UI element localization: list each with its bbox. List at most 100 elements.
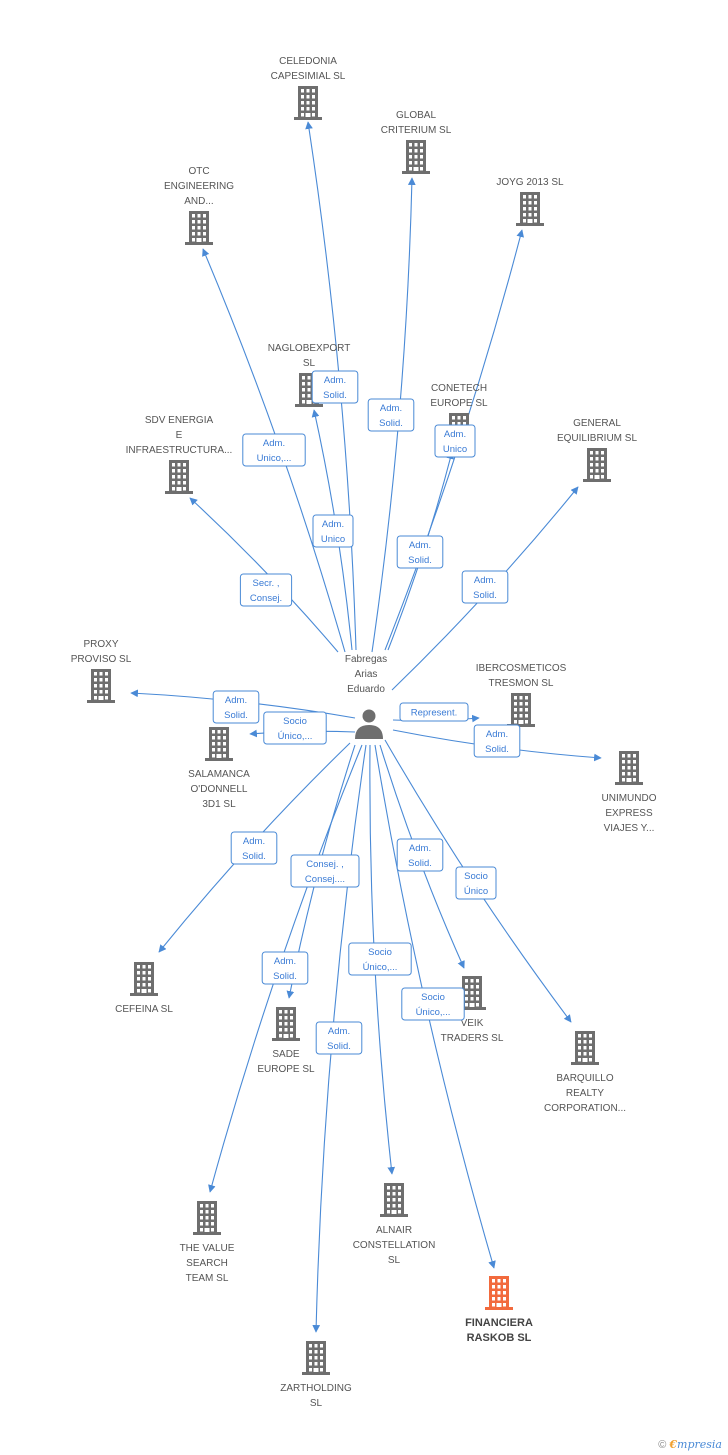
company-name-label: PROXY — [83, 639, 118, 650]
building-icon[interactable] — [507, 693, 535, 727]
edge-label-text: Solid. — [473, 590, 497, 601]
company-name-label: SADE — [272, 1049, 300, 1060]
building-icon[interactable] — [571, 1031, 599, 1065]
edge-label-text: Único,... — [416, 1007, 451, 1018]
building-icon[interactable] — [185, 211, 213, 245]
edge-label-financiera: SocioÚnico,... — [401, 987, 465, 1021]
company-node-iberco[interactable]: IBERCOSMETICOS TRESMON SL — [476, 663, 567, 727]
building-icon[interactable] — [402, 140, 430, 174]
company-name-label: NAGLOBEXPORT — [268, 343, 351, 354]
edge-label-text: Adm. — [274, 956, 296, 967]
company-name-label: INFRAESTRUCTURA... — [126, 445, 233, 456]
company-node-joyg[interactable]: JOYG 2013 SL — [496, 177, 564, 226]
edge-label-otc: Adm.Unico,... — [242, 433, 306, 467]
building-icon[interactable] — [272, 1007, 300, 1041]
company-name-label: GLOBAL — [396, 110, 436, 121]
company-name-label: IBERCOSMETICOS — [476, 663, 567, 674]
edge-label-text: Adm. — [328, 1026, 350, 1037]
edge-label-text: Único,... — [363, 962, 398, 973]
company-name-label: RASKOB SL — [467, 1332, 532, 1344]
edge-label-alnair: SocioÚnico,... — [348, 942, 412, 976]
edge-label-proxy: Adm.Solid. — [212, 690, 260, 724]
company-name-label: EXPRESS — [605, 808, 653, 819]
edge-label-conetech: Adm.Solid. — [396, 535, 444, 569]
edge-label-text: Adm. — [243, 836, 265, 847]
edge-label-text: Adm. — [324, 375, 346, 386]
edge-label-text: Adm. — [409, 843, 431, 854]
building-icon[interactable] — [485, 1276, 513, 1310]
building-icon[interactable] — [294, 86, 322, 120]
company-name-label: TRESMON SL — [488, 678, 553, 689]
company-name-label: SALAMANCA — [188, 769, 250, 780]
company-name-label: TRADERS SL — [441, 1033, 504, 1044]
edge-label-celedonia: Adm.Solid. — [311, 370, 359, 404]
edge-label-naglo: Adm. Unico — [312, 514, 354, 548]
edge-label-text: Consej. , — [306, 859, 344, 870]
company-name-label: THE VALUE — [180, 1243, 235, 1254]
footer-brand[interactable]: © €mpresia — [658, 1438, 722, 1451]
company-name-label: CONSTELLATION — [353, 1240, 436, 1251]
edge-label-unimundo: Adm.Solid. — [473, 724, 521, 758]
company-name-label: SL — [388, 1255, 401, 1266]
edge-label-cefeina: Adm.Solid. — [230, 831, 278, 865]
building-icon[interactable] — [302, 1341, 330, 1375]
company-name-label: ZARTHOLDING — [280, 1383, 352, 1394]
company-name-label: CORPORATION... — [544, 1103, 626, 1114]
building-icon[interactable] — [193, 1201, 221, 1235]
company-name-label: VIAJES Y... — [604, 823, 655, 834]
building-icon[interactable] — [205, 727, 233, 761]
company-node-barquillo[interactable]: BARQUILLOREALTYCORPORATION... — [544, 1031, 626, 1114]
building-icon[interactable] — [87, 669, 115, 703]
edge-label-value: Consej. ,Consej.... — [290, 854, 360, 888]
edge-label-sdv: Secr. , Consej. — [239, 573, 293, 607]
company-name-label: CEFEINA SL — [115, 1004, 173, 1015]
edge-label-text: Socio — [283, 716, 307, 727]
edge-label-text: Secr. , — [253, 578, 280, 589]
edge-label-text: Adm. — [409, 540, 431, 551]
company-node-sdv[interactable]: SDV ENERGIAEINFRAESTRUCTURA... — [126, 415, 233, 494]
edge-label-iberco: Represent. — [399, 702, 469, 722]
building-icon[interactable] — [583, 448, 611, 482]
building-icon[interactable] — [615, 751, 643, 785]
edge-label-text: Unico — [321, 534, 345, 545]
company-name-label: TEAM SL — [186, 1273, 229, 1284]
edge-to-sdv — [189, 497, 339, 653]
building-icon[interactable] — [380, 1183, 408, 1217]
company-name-label: OTC — [188, 166, 209, 177]
building-icon[interactable] — [130, 962, 158, 996]
edge-label-salamanca: SocioÚnico,... — [263, 711, 327, 745]
edge-label-global: Adm.Solid. — [367, 398, 415, 432]
building-icon[interactable] — [516, 192, 544, 226]
edge-label-text: Consej. — [250, 593, 282, 604]
company-name-label: VEIK — [461, 1018, 484, 1029]
company-name-label: E — [176, 430, 183, 441]
edge-label-text: Socio — [368, 947, 392, 958]
building-icon[interactable] — [458, 976, 486, 1010]
edge-label-text: Solid. — [327, 1041, 351, 1052]
company-name-label: JOYG 2013 SL — [496, 177, 564, 188]
edge-label-text: Adm. — [486, 729, 508, 740]
edge-label-text: Adm. — [322, 519, 344, 530]
company-node-cefeina[interactable]: CEFEINA SL — [115, 962, 173, 1015]
edge-label-text: Único — [464, 886, 488, 897]
company-node-veik[interactable]: VEIK TRADERS SL — [441, 976, 504, 1044]
company-node-otc[interactable]: OTCENGINEERINGAND... — [164, 166, 234, 245]
company-name-label: SL — [303, 358, 316, 369]
company-name-label: 3D1 SL — [202, 799, 236, 810]
edge-label-text: Represent. — [411, 708, 457, 719]
building-icon[interactable] — [165, 460, 193, 494]
edge-label-text: Adm. — [444, 429, 466, 440]
